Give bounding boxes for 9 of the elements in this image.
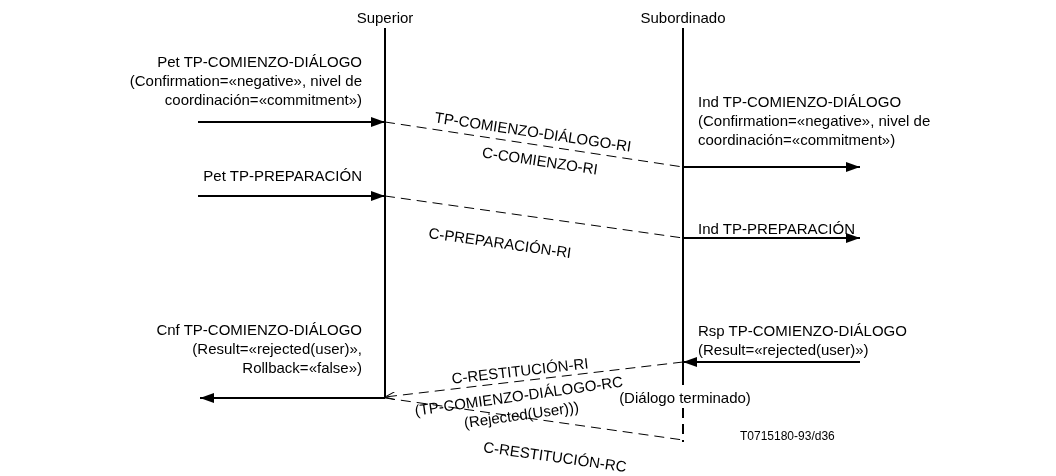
lifeline-label: Subordinado — [639, 8, 727, 27]
primitive-label: Pet TP-PREPARACIÓN — [202, 166, 362, 185]
primitive-label: Rsp TP-COMIENZO-DIÁLOGO (Result=«rejected(user)») — [698, 321, 908, 359]
figure-reference: T0715180-93/d36 — [740, 428, 836, 445]
primitive-label: Ind TP-COMIENZO-DIÁLOGO (Confirmation=«negative», nivel de coordinación=«commitment») — [698, 92, 932, 149]
primitive-label: Cnf TP-COMIENZO-DIÁLOGO (Result=«rejected(user)», Rollback=«false») — [155, 320, 362, 377]
primitive-label: Ind TP-PREPARACIÓN — [698, 219, 856, 238]
lifeline-label: Superior — [355, 8, 415, 27]
primitive-label: Pet TP-COMIENZO-DIÁLOGO (Confirmation=«negative», nivel de coordinación=«commitment») — [128, 52, 362, 109]
